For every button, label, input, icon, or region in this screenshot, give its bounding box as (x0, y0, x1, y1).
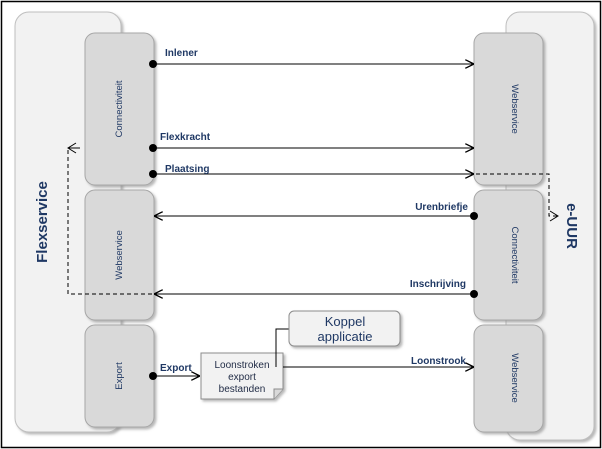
right-webservice-top-label: Webservice (509, 84, 520, 133)
flow-plaatsing: Plaatsing (149, 164, 474, 178)
document-line-3: bestanden (219, 384, 266, 395)
flow-urenbriefje: Urenbriefje (154, 202, 478, 220)
flow-inschrijving: Inschrijving (154, 279, 478, 298)
document-line-2: export (228, 372, 256, 383)
left-webservice-label: Webservice (114, 230, 125, 279)
right-webservice-bottom-label: Webservice (509, 353, 520, 402)
flow-export: Export (149, 363, 200, 380)
flow-inlener-label: Inlener (165, 48, 198, 59)
koppel-applicatie-box: Koppel applicatie (288, 310, 401, 347)
document-line-1: Loonstroken (214, 360, 269, 371)
flow-loonstrook-label: Loonstrook (411, 356, 466, 367)
flow-loonstrook: Loonstrook (283, 356, 474, 367)
flow-inschrijving-label: Inschrijving (410, 279, 466, 290)
loonstroken-document: Loonstroken export bestanden (200, 352, 284, 400)
flow-urenbriefje-label: Urenbriefje (415, 202, 468, 213)
right-webservice-top-block (473, 32, 544, 186)
right-webservice-bottom-block (473, 324, 544, 433)
right-connectiviteit-label: Connectiviteit (509, 226, 520, 283)
dashed-loop-right (476, 173, 557, 217)
left-webservice-block (84, 189, 155, 321)
dashed-loop-left (67, 147, 152, 295)
left-connectiviteit-label: Connectiviteit (114, 80, 125, 137)
koppel-line-1: Koppel (325, 314, 366, 329)
e-uur-label: e-UUR (563, 203, 580, 249)
flow-flexkracht-label: Flexkracht (160, 132, 211, 143)
dashed-loop-left-arrowhead (67, 142, 77, 154)
left-export-label: Export (114, 362, 125, 390)
koppel-connector (275, 328, 289, 367)
dashed-loop-right-arrowhead (549, 210, 559, 222)
flow-inlener: Inlener (149, 48, 474, 68)
left-connectiviteit-block (84, 32, 155, 186)
flexservice-label: Flexservice (34, 181, 51, 263)
right-connectiviteit-block (473, 189, 544, 321)
flow-plaatsing-label: Plaatsing (165, 164, 209, 175)
flow-export-label: Export (160, 363, 192, 374)
flow-flexkracht: Flexkracht (149, 132, 474, 152)
koppel-line-2: applicatie (318, 329, 373, 344)
